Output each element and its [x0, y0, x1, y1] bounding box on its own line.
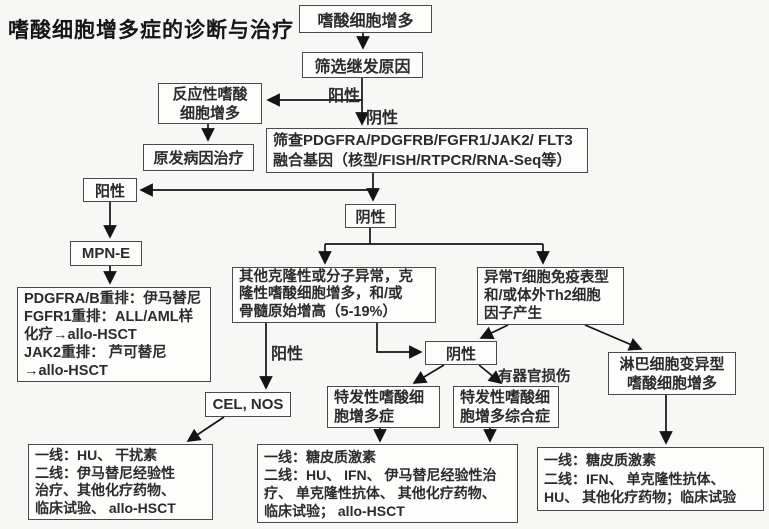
node-line: 一线：糖皮质激素	[544, 452, 656, 469]
node-idiopathic-hes: 特发性嗜酸细 胞增多综合症	[453, 386, 559, 428]
node-line: 异常T细胞免疫表型	[484, 270, 609, 286]
label-negative-top: 阴性	[366, 110, 399, 127]
node-line: 隆性嗜酸细胞增多，和/或	[239, 286, 403, 303]
arrow-tcell-to-lymphocytic	[584, 324, 643, 351]
node-idiopathic-he: 特发性嗜酸细 胞增多症	[327, 386, 440, 428]
label-organ-damage: 有器官损伤	[498, 369, 571, 385]
node-line: 和/或体外Th2细胞	[484, 288, 601, 304]
node-line: 胞增多综合症	[460, 408, 551, 425]
node-clonal-abnormality: 其他克隆性或分子异常，克 隆性嗜酸细胞增多，和/或 骨髓原始增高（5-19%）	[232, 267, 436, 323]
node-line: 临床试验； allo-HSCT	[264, 502, 405, 519]
node-line: 二线：伊马替尼经验性	[35, 464, 175, 481]
node-line: 因子产生	[484, 306, 542, 322]
node-line: 一线：糖皮质激素	[264, 448, 376, 465]
node-line: 淋巴细胞变异型	[619, 355, 725, 373]
node-negative-2: 阴性	[425, 341, 497, 365]
node-positive-left: 阳性	[83, 178, 137, 202]
node-line: 二线：HU、 IFN、 伊马替尼经验性治	[264, 466, 497, 483]
arrow-clonal-to-negative2	[376, 323, 423, 359]
node-fusion-screen: 筛查PDGFRA/PDGFRB/FGFR1/JAK2/ FLT3 融合基因（核型…	[266, 128, 588, 173]
page-title: 嗜酸细胞增多症的诊断与治疗	[8, 19, 294, 42]
node-line: 二线：IFN、 单克隆性抗体、	[544, 470, 725, 487]
arrow-negative2-to-ihe	[412, 364, 445, 384]
label-positive-mid: 阳性	[271, 346, 304, 363]
node-line: 特发性嗜酸细	[334, 389, 425, 406]
node-line: →allo-HSCT	[24, 362, 108, 379]
label-positive-top: 阳性	[328, 88, 361, 105]
node-line: 细胞增多	[179, 104, 240, 122]
node-primary-cause-treatment: 原发病因治疗	[143, 144, 254, 171]
node-line: 一线：HU、 干扰素	[35, 447, 158, 463]
node-mpn-e: MPN-E	[70, 241, 142, 266]
node-treatment-lymphocytic: 一线：糖皮质激素 二线：IFN、 单克隆性抗体、 HU、 其他化疗药物；临床试验	[537, 447, 764, 511]
arrow-celnos-to-treatment	[186, 416, 225, 442]
node-line: 筛查PDGFRA/PDGFRB/FGFR1/JAK2/ FLT3	[273, 131, 573, 149]
node-line: 治疗、其他化疗药物、	[35, 482, 175, 498]
node-line: 化疗→allo-HSCT	[24, 326, 137, 343]
node-treatment-hes: 一线：糖皮质激素 二线：HU、 IFN、 伊马替尼经验性治 疗、 单克隆性抗体、…	[257, 444, 518, 523]
node-line: 疗、 单克隆性抗体、 其他化疗药物、	[264, 484, 496, 501]
node-line: 其他克隆性或分子异常，克	[239, 268, 413, 285]
node-line: 骨髓原始增高（5-19%）	[239, 303, 397, 320]
node-line: FGFR1重排：ALL/AML样	[24, 308, 194, 325]
node-line: 胞增多症	[334, 408, 395, 425]
arrow-tcell-to-negative2	[479, 324, 509, 339]
node-line: JAK2重排： 芦可替尼	[24, 344, 167, 361]
node-line: 临床试验、 allo-HSCT	[35, 499, 176, 516]
node-rearrangement-treatment: PDGFRA/B重排：伊马替尼 FGFR1重排：ALL/AML样 化疗→allo…	[17, 287, 211, 382]
node-line: 融合基因（核型/FISH/RTPCR/RNA-Seq等）	[273, 151, 572, 169]
node-screen-secondary: 筛选继发原因	[302, 52, 423, 78]
node-line: 特发性嗜酸细	[460, 389, 551, 406]
node-t-cell: 异常T细胞免疫表型 和/或体外Th2细胞 因子产生	[477, 267, 624, 325]
node-negative-mid: 阴性	[345, 204, 396, 228]
node-lymphocytic-variant: 淋巴细胞变异型 嗜酸细胞增多	[608, 352, 736, 395]
node-line: PDGFRA/B重排：伊马替尼	[24, 290, 202, 307]
node-treatment-cel: 一线：HU、 干扰素 二线：伊马替尼经验性 治疗、其他化疗药物、 临床试验、 a…	[28, 444, 213, 520]
node-line: 反应性嗜酸	[172, 85, 248, 103]
node-reactive: 反应性嗜酸 细胞增多	[158, 83, 262, 124]
node-cel-nos: CEL, NOS	[205, 392, 291, 417]
node-eosinophilia: 嗜酸细胞增多	[299, 5, 432, 33]
node-line: 嗜酸细胞增多	[626, 374, 717, 392]
node-line: HU、 其他化疗药物；临床试验	[544, 489, 737, 506]
